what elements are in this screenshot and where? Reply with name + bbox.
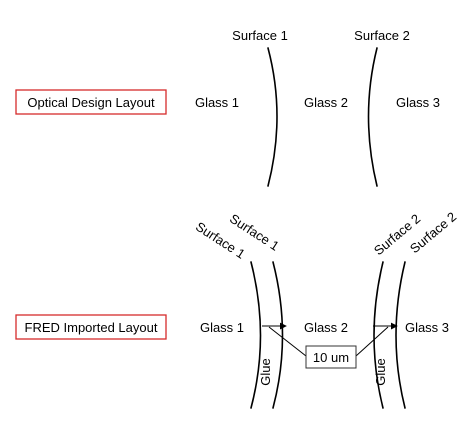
left-callout-leader [268,326,307,357]
optical-design-layout-box [15,89,167,115]
left-glue-label: Glue [258,358,273,385]
thickness-callout-box [305,345,357,369]
top-glass-3-label: Glass 3 [396,95,440,110]
bottom-glass-3-label: Glass 3 [405,320,449,335]
bottom-glass-2-label: Glass 2 [304,320,348,335]
top-surface-1-label: Surface 1 [232,28,288,43]
top-glass-2-label: Glass 2 [304,95,348,110]
bottom-surface-2-outer-curve [395,261,406,409]
optical-design-layout-label: Optical Design Layout [27,95,155,110]
bottom-surface-1-outer-curve [250,261,262,409]
top-glass-1-label: Glass 1 [195,95,239,110]
fred-imported-layout-section: FRED Imported Layout Surface 1 Surface 1… [15,209,459,409]
bottom-surface-1-inner-curve [272,261,284,409]
right-callout-leader [355,326,389,357]
bottom-surface-2-inner-curve [373,261,384,409]
top-surface-1-curve [267,47,278,187]
top-surface-2-label: Surface 2 [354,28,410,43]
fred-imported-layout-box [15,314,167,340]
thickness-callout-label: 10 um [313,350,349,365]
optical-design-layout-section: Optical Design Layout Surface 1 Surface … [15,28,440,187]
right-glue-label: Glue [373,358,388,385]
fred-imported-layout-label: FRED Imported Layout [25,320,158,335]
bottom-glass-1-label: Glass 1 [200,320,244,335]
top-surface-2-curve [367,47,378,187]
